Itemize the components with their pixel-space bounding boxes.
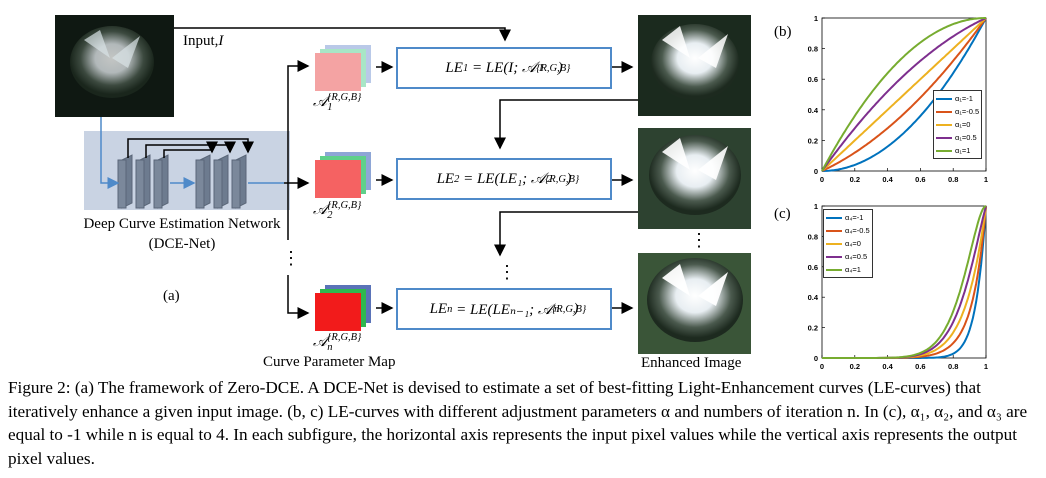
param-map-label-2: 𝒜{R,G,B}2 — [313, 200, 362, 221]
series-line — [822, 17, 987, 172]
ellipsis-middle: ⋮ — [498, 262, 516, 282]
legend-c-item: α₄=1 — [826, 263, 870, 276]
y-tick-label: 0 — [814, 167, 818, 176]
x-tick-label: 0.6 — [915, 175, 925, 184]
legend-c-item: α₄=0.5 — [826, 250, 870, 263]
legend-b-item: α₁=-1 — [936, 92, 979, 105]
enhanced-image-label: Enhanced Image — [641, 355, 742, 371]
legend-swatch — [826, 229, 842, 232]
panel-b-label: (b) — [774, 24, 792, 40]
legend-b-item: α₁=0.5 — [936, 131, 979, 144]
ellipsis-right: ⋮ — [690, 230, 708, 250]
enhanced-photo-2 — [638, 128, 751, 229]
y-tick-label: 0.4 — [808, 106, 819, 115]
network-blocks — [117, 154, 247, 209]
legend-swatch — [826, 268, 842, 271]
x-tick-label: 0 — [820, 175, 824, 184]
legend-b-item: α₁=-0.5 — [936, 105, 979, 118]
ellipsis-left: ⋮ — [282, 248, 300, 268]
param-map-label-1: 𝒜{R,G,B}1 — [313, 92, 362, 113]
network-background — [84, 131, 290, 210]
blue-arrows — [100, 117, 284, 189]
panel-a-label: (a) — [163, 288, 180, 304]
x-tick-label: 0.8 — [948, 362, 958, 370]
series-line — [822, 205, 987, 359]
figure-caption: Figure 2: (a) The framework of Zero-DCE.… — [8, 378, 1028, 468]
legend-b: α₁=-1 α₁=-0.5 α₁=0 α₁=0.5 α₁=1 — [933, 90, 983, 159]
legend-swatch — [936, 97, 952, 100]
x-tick-label: 0.4 — [882, 362, 893, 370]
param-map-1 — [315, 45, 371, 91]
legend-c-item: α₄=0 — [826, 237, 870, 250]
skip-connections — [127, 138, 254, 158]
x-tick-label: 0.2 — [850, 175, 860, 184]
y-tick-label: 0.2 — [808, 324, 818, 333]
x-tick-label: 0.2 — [850, 362, 860, 370]
y-tick-label: 0.4 — [808, 293, 819, 302]
legend-swatch — [936, 136, 952, 139]
legend-swatch — [826, 216, 842, 219]
legend-b-item: α₁=0 — [936, 118, 979, 131]
chart-c: 0 0.2 0.4 0.6 0.8 1 0 0.2 0.4 0.6 0.8 1 — [808, 202, 989, 370]
enhanced-photo-1 — [638, 15, 751, 116]
y-tick-label: 1 — [814, 14, 818, 23]
y-tick-label: 0 — [814, 354, 818, 363]
param-map-n — [315, 285, 371, 331]
param-map-2 — [315, 152, 371, 198]
y-tick-label: 0.6 — [808, 263, 818, 272]
curve-parameter-map-label: Curve Parameter Map — [263, 354, 396, 370]
legend-swatch — [826, 242, 842, 245]
series-line — [821, 17, 987, 172]
legend-swatch — [936, 123, 952, 126]
x-tick-label: 1 — [984, 362, 988, 370]
param-map-label-n: 𝒜{R,G,B}n — [313, 332, 362, 353]
legend-c: α₄=-1 α₄=-0.5 α₄=0 α₄=0.5 α₄=1 — [823, 209, 873, 278]
series-line — [821, 17, 986, 172]
input-label: Input,I — [183, 33, 224, 49]
series-line — [821, 17, 987, 172]
y-tick-label: 0.2 — [808, 136, 818, 145]
y-tick-label: 0.8 — [808, 45, 818, 54]
input-photo — [55, 15, 174, 117]
series-line — [821, 17, 987, 172]
x-tick-label: 1 — [984, 175, 988, 184]
enhanced-photo-n — [638, 253, 751, 354]
main-arrows — [174, 27, 638, 319]
x-tick-label: 0.8 — [948, 175, 958, 184]
panel-c-label: (c) — [774, 206, 791, 222]
legend-swatch — [936, 149, 952, 152]
legend-c-item: α₄=-0.5 — [826, 224, 870, 237]
x-tick-label: 0 — [820, 362, 824, 370]
legend-c-item: α₄=-1 — [826, 211, 870, 224]
x-tick-label: 0.4 — [882, 175, 893, 184]
legend-swatch — [936, 110, 952, 113]
y-tick-label: 0.6 — [808, 75, 818, 84]
legend-swatch — [826, 255, 842, 258]
network-name: Deep Curve Estimation Network (DCE-Net) — [83, 216, 281, 252]
y-tick-label: 1 — [814, 202, 818, 211]
x-tick-label: 0.6 — [915, 362, 925, 370]
y-tick-label: 0.8 — [808, 232, 818, 241]
legend-b-item: α₁=1 — [936, 144, 979, 157]
